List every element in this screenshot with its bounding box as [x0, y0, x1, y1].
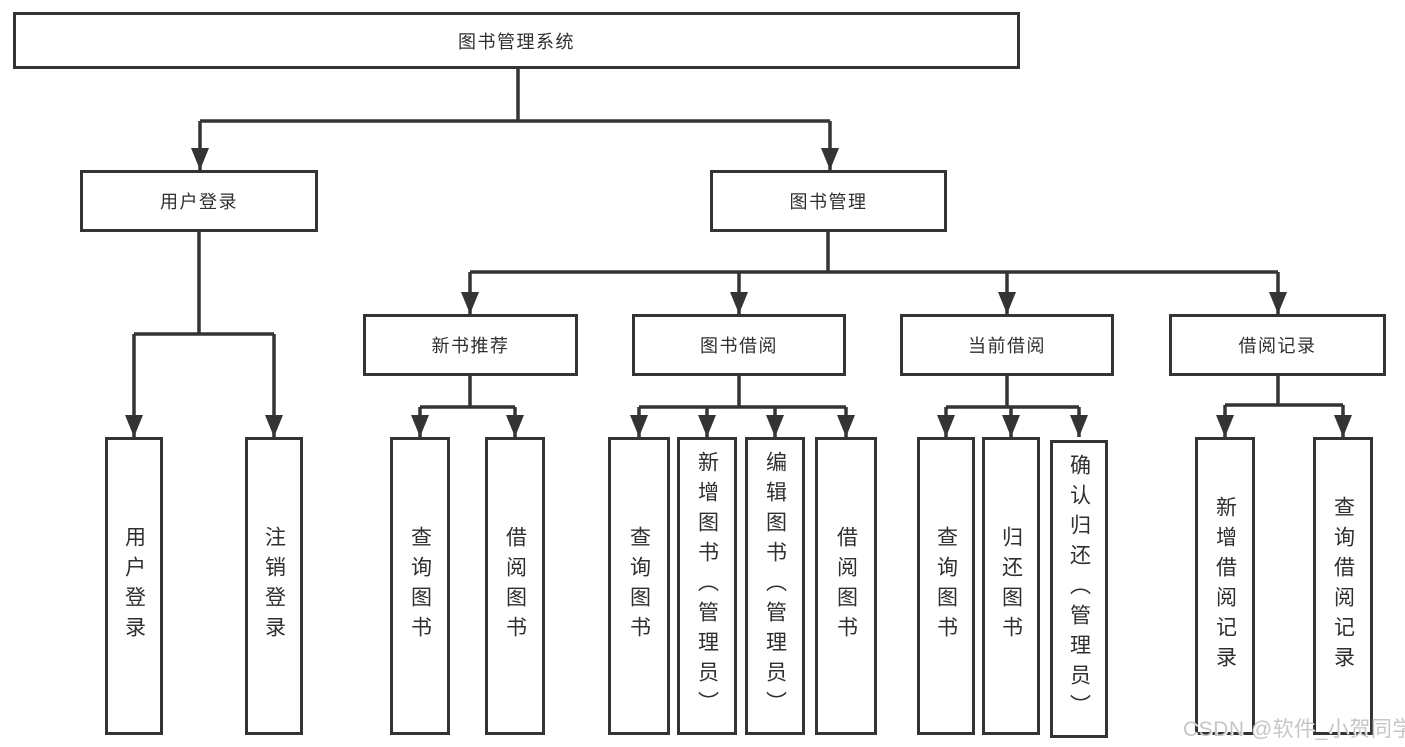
leaf-borrow-books-recommend: 借阅图书	[485, 437, 545, 735]
node-new-book-recommend: 新书推荐	[363, 314, 578, 376]
leaf-edit-books-admin: 编辑图书（管理员）	[745, 437, 805, 735]
node-current-borrow: 当前借阅	[900, 314, 1114, 376]
leaf-borrow-books: 借阅图书	[815, 437, 877, 735]
leaf-confirm-return-admin: 确认归还（管理员）	[1050, 440, 1108, 738]
node-root: 图书管理系统	[13, 12, 1020, 69]
leaf-return-books: 归还图书	[982, 437, 1040, 735]
leaf-query-borrow-record: 查询借阅记录	[1313, 437, 1373, 735]
leaf-user-login: 用户登录	[105, 437, 163, 735]
node-book-borrow: 图书借阅	[632, 314, 846, 376]
node-borrow-records: 借阅记录	[1169, 314, 1386, 376]
leaf-query-books-borrow: 查询图书	[608, 437, 670, 735]
leaf-query-books-current: 查询图书	[917, 437, 975, 735]
node-user-login: 用户登录	[80, 170, 318, 232]
node-book-management: 图书管理	[710, 170, 947, 232]
leaf-logout: 注销登录	[245, 437, 303, 735]
csdn-watermark: CSDN @软件_小贺同学	[1183, 718, 1405, 741]
leaf-add-books-admin: 新增图书（管理员）	[677, 437, 737, 735]
leaf-add-borrow-record: 新增借阅记录	[1195, 437, 1255, 735]
leaf-query-books-recommend: 查询图书	[390, 437, 450, 735]
